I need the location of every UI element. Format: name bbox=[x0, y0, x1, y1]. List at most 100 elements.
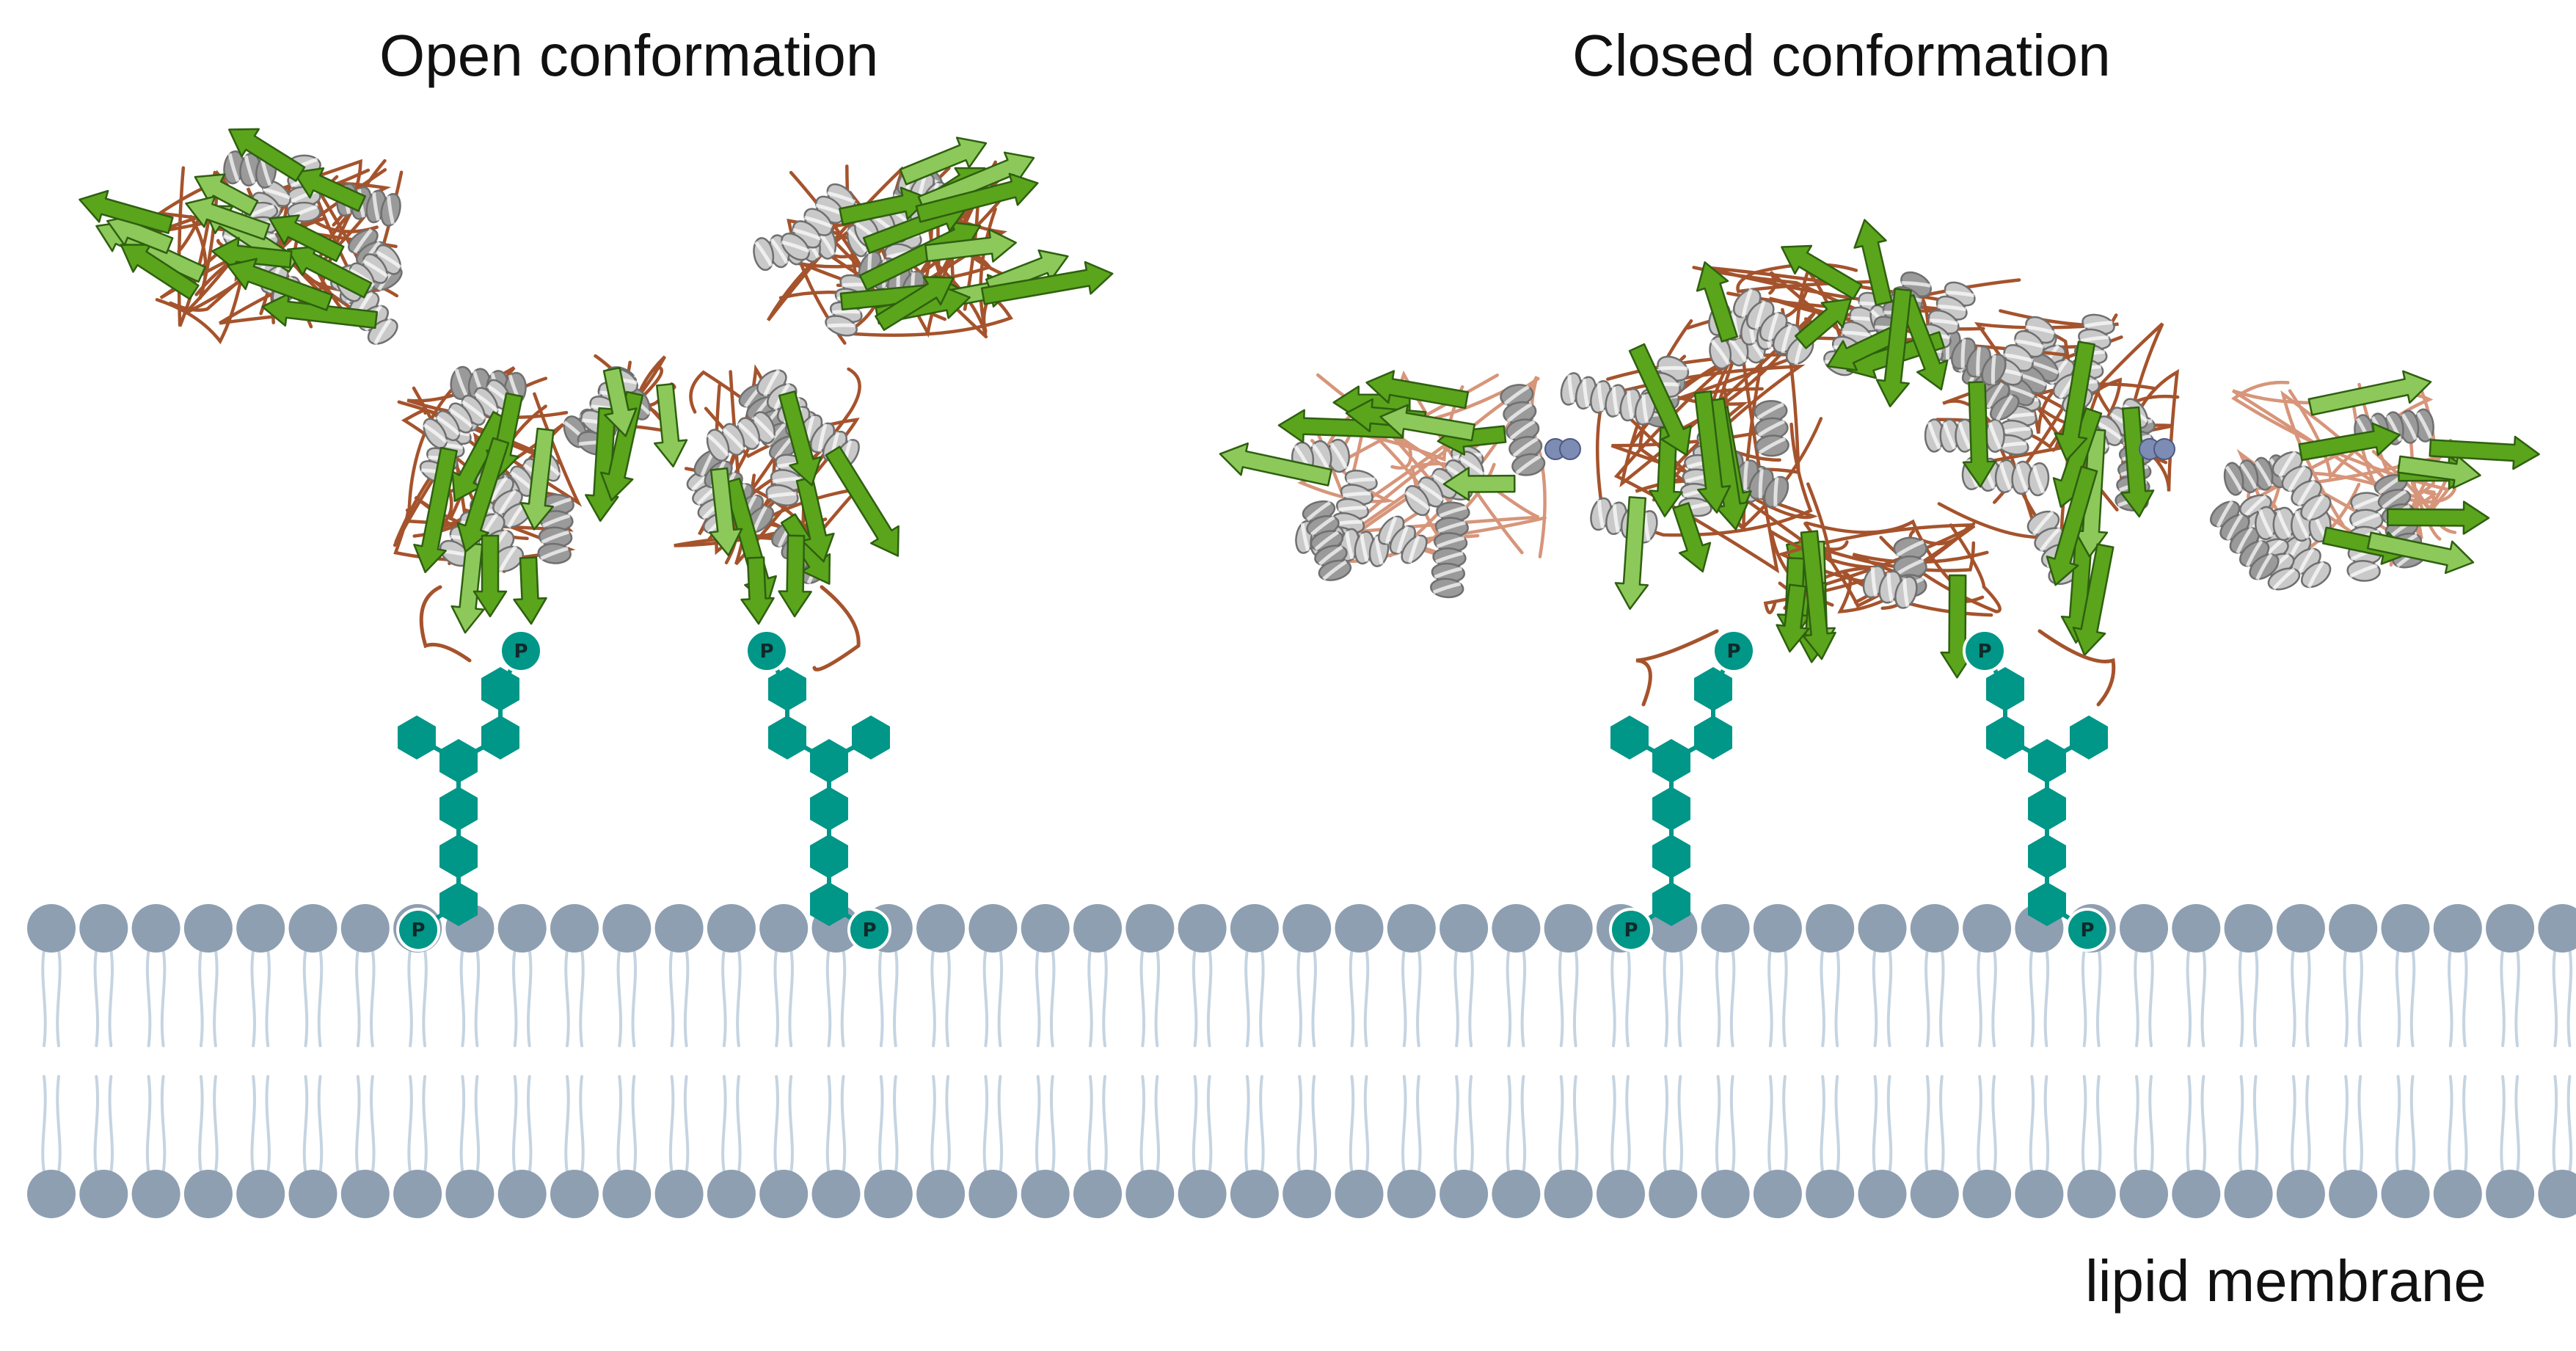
lipid-head-upper bbox=[1963, 904, 2012, 953]
lipid-head-lower bbox=[1387, 1170, 1436, 1218]
sugar-hexagon bbox=[1652, 739, 1690, 783]
alpha-helix bbox=[706, 411, 776, 462]
lipid-head-lower bbox=[1230, 1170, 1279, 1218]
lipid-tail bbox=[1991, 949, 1997, 1047]
lipid-molecule-pair bbox=[1178, 904, 1227, 1218]
lipid-head-lower bbox=[2486, 1170, 2535, 1218]
lipid-tail bbox=[213, 949, 219, 1047]
lipid-tail bbox=[1506, 949, 1512, 1047]
lipid-molecule-pair bbox=[2433, 904, 2482, 1218]
lipid-tail bbox=[2291, 949, 2296, 1047]
lipid-tail bbox=[1349, 1075, 1355, 1173]
alpha-helix bbox=[1404, 451, 1485, 517]
lipid-tail bbox=[1401, 1075, 1407, 1173]
lipid-head-lower bbox=[1701, 1170, 1750, 1218]
lipid-tail bbox=[1296, 949, 1302, 1047]
lipid-molecule-pair bbox=[602, 904, 652, 1218]
lipid-tail bbox=[2566, 1075, 2573, 1173]
lipid-head-upper bbox=[1701, 904, 1750, 953]
phosphate-label: P bbox=[1624, 920, 1638, 942]
lipid-head-lower bbox=[393, 1170, 442, 1218]
lipid-head-lower bbox=[1282, 1170, 1332, 1218]
lipid-molecule-pair bbox=[1387, 904, 1436, 1218]
lipid-tail bbox=[1924, 1075, 1930, 1173]
lipid-tail bbox=[2081, 1075, 2087, 1173]
lipid-tail bbox=[1663, 949, 1668, 1047]
lipid-tail bbox=[2252, 1075, 2259, 1173]
sugar-hexagon bbox=[810, 739, 848, 783]
lipid-tail bbox=[878, 949, 884, 1047]
beta-strand bbox=[1853, 219, 1893, 307]
lipid-molecule-pair bbox=[1910, 904, 1959, 1218]
lipid-tail bbox=[1834, 949, 1840, 1047]
lipid-tail bbox=[1872, 949, 1878, 1047]
beta-strand bbox=[79, 189, 174, 234]
lipid-molecule-pair bbox=[707, 904, 756, 1218]
lipid-tail bbox=[1468, 949, 1474, 1047]
beta-strand bbox=[293, 167, 366, 212]
lipid-tail bbox=[1035, 949, 1041, 1047]
lipid-tail bbox=[1050, 1075, 1056, 1173]
lipid-head-lower bbox=[550, 1170, 599, 1218]
lipid-tail bbox=[893, 949, 899, 1047]
lipid-head-lower bbox=[1753, 1170, 1802, 1218]
lipid-tail bbox=[1625, 949, 1631, 1047]
lipid-tail bbox=[512, 949, 518, 1047]
lipid-tail bbox=[317, 1075, 324, 1173]
coil-loop bbox=[812, 585, 861, 671]
phosphate-label: P bbox=[1726, 641, 1740, 663]
sugar-hexagon bbox=[2070, 715, 2108, 760]
beta-strand bbox=[194, 173, 259, 216]
lipid-tail bbox=[1206, 1075, 1213, 1173]
lipid-head-lower bbox=[1806, 1170, 1855, 1218]
lipid-head-upper bbox=[1492, 904, 1541, 953]
beta-strand bbox=[1365, 370, 1470, 409]
beta-strand bbox=[413, 447, 458, 574]
lipid-molecule-pair bbox=[550, 904, 599, 1218]
lipid-tail bbox=[1939, 949, 1945, 1047]
beta-strand bbox=[1219, 442, 1333, 487]
beta-strand bbox=[472, 534, 508, 618]
lipid-molecule-pair bbox=[654, 904, 704, 1218]
lipid-head-upper bbox=[707, 904, 756, 953]
coil-loop bbox=[419, 585, 472, 663]
lipid-tail bbox=[1311, 949, 1317, 1047]
lipid-tail bbox=[2305, 949, 2311, 1047]
alpha-helix bbox=[1500, 384, 1546, 476]
lipid-tail bbox=[1102, 949, 1108, 1047]
lipid-molecule-pair bbox=[1701, 904, 1750, 1218]
lipid-tail bbox=[160, 949, 167, 1047]
lipid-tail bbox=[527, 949, 533, 1047]
lipid-tail bbox=[1767, 949, 1773, 1047]
beta-strand bbox=[2429, 435, 2540, 470]
lipid-tail bbox=[2357, 949, 2363, 1047]
lipid-molecule-pair bbox=[183, 904, 233, 1218]
coil-loop bbox=[2124, 368, 2180, 492]
lipid-tail bbox=[1820, 949, 1825, 1047]
lipid-tail bbox=[1886, 1075, 1893, 1173]
lipid-tail bbox=[1729, 1075, 1736, 1173]
lipid-tail bbox=[683, 949, 690, 1047]
sugar-hexagon bbox=[1652, 787, 1690, 831]
beta-strand bbox=[1277, 409, 1405, 443]
lipid-tail bbox=[1558, 949, 1564, 1047]
coil-loop bbox=[1635, 629, 1719, 707]
sugar-hexagon bbox=[1986, 715, 2024, 760]
lipid-head-upper bbox=[497, 904, 547, 953]
lipid-tail bbox=[2096, 1075, 2102, 1173]
lipid-tail bbox=[1677, 949, 1683, 1047]
lipid-tail bbox=[2500, 949, 2506, 1047]
lipid-tail bbox=[2186, 949, 2192, 1047]
lipid-tail bbox=[1729, 949, 1736, 1047]
lipid-tail bbox=[2514, 949, 2520, 1047]
alpha-helix bbox=[1378, 515, 1428, 564]
lipid-head-lower bbox=[2224, 1170, 2273, 1218]
beta-strand bbox=[980, 261, 1114, 305]
lipid-head-upper bbox=[131, 904, 180, 953]
sugar-hexagon bbox=[2028, 739, 2066, 783]
lipid-molecule-pair bbox=[1492, 904, 1541, 1218]
lipid-tail bbox=[370, 949, 376, 1047]
lipid-tail bbox=[840, 1075, 847, 1173]
lipid-head-upper bbox=[2329, 904, 2378, 953]
